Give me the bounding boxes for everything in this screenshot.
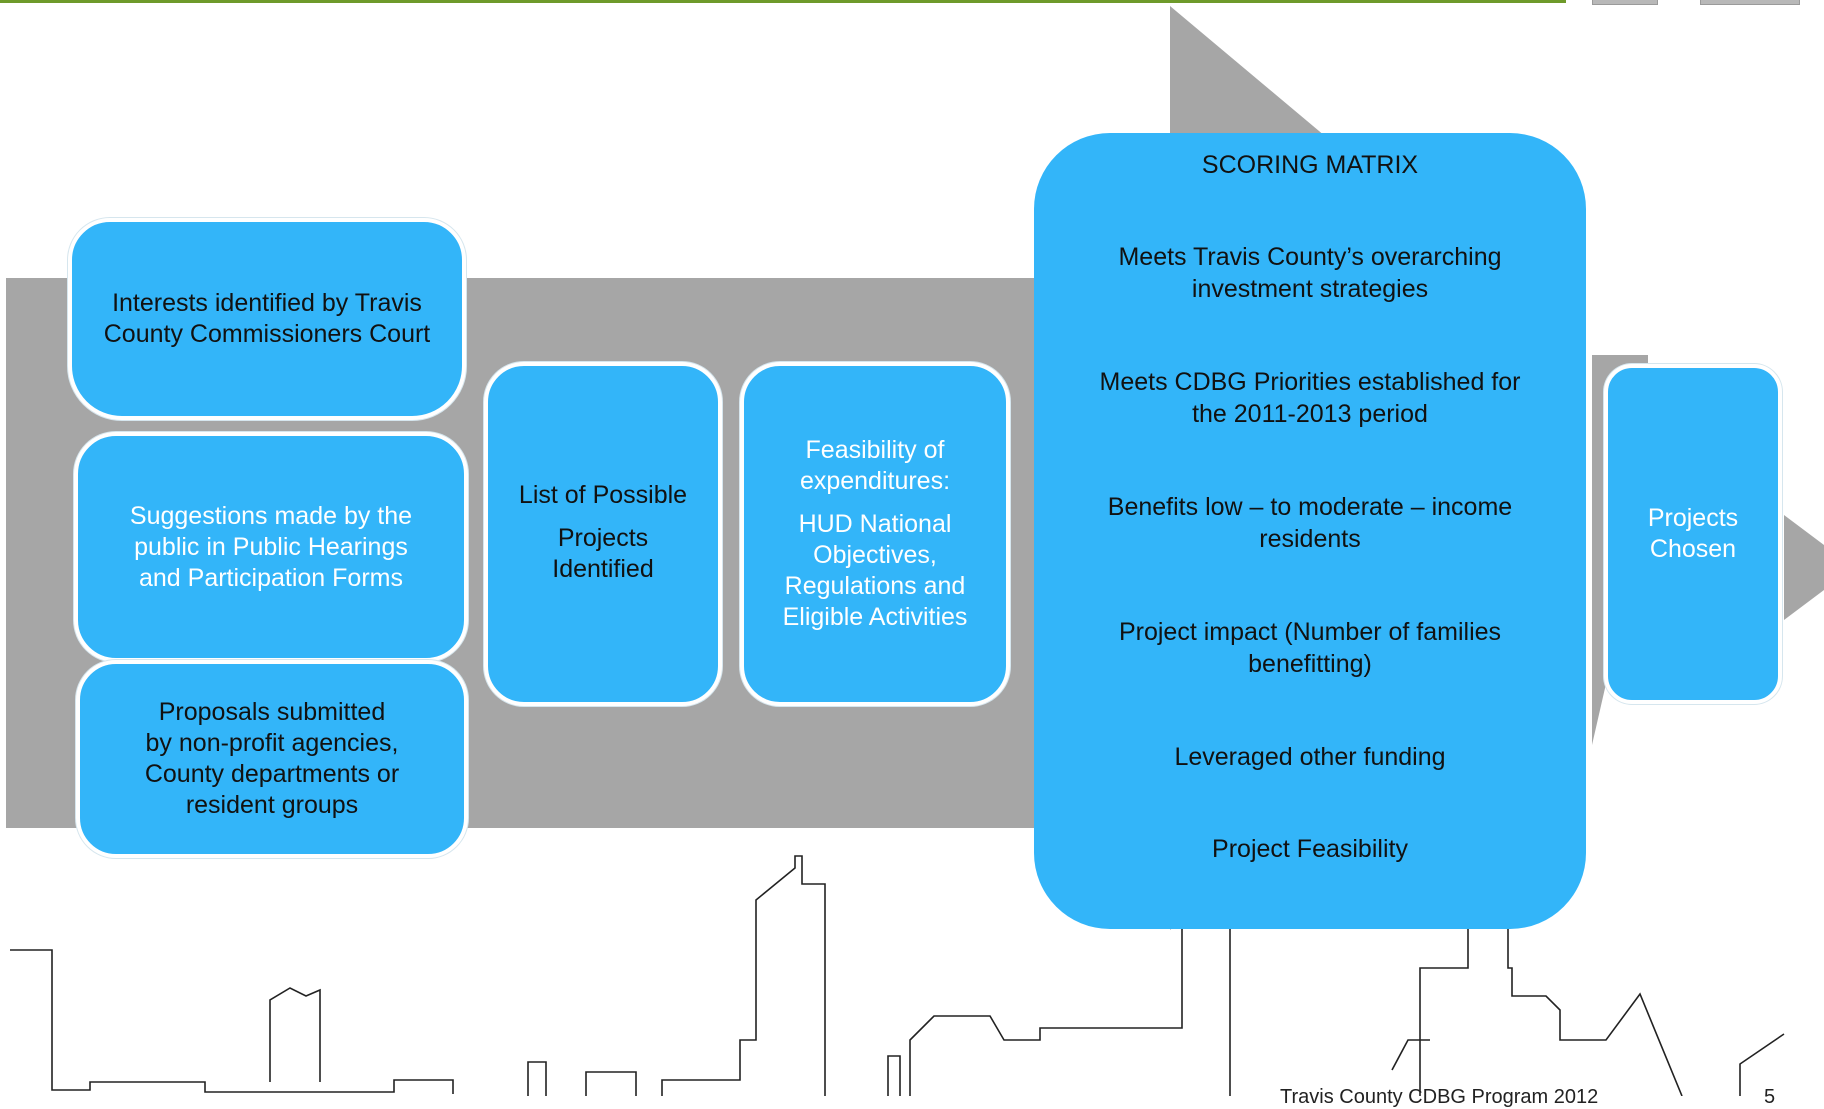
suggestions-line-2: public in Public Hearings <box>134 532 408 561</box>
matrix-criterion: Leveraged other funding <box>1054 741 1566 773</box>
interests-line-1: Interests identified by Travis <box>112 289 422 317</box>
matrix-criterion-line: Project Feasibility <box>1212 835 1408 863</box>
matrix-title: SCORING MATRIX <box>1201 151 1419 179</box>
matrix-criterion-line: Meets Travis County’s overarching <box>1118 243 1502 271</box>
list-possible-line-2: Projects <box>557 523 649 552</box>
matrix-criterion-line: Leveraged other funding <box>1174 743 1446 771</box>
proposals-line-3: County departments or <box>144 760 400 788</box>
projects-chosen-box: Projects Chosen <box>1604 364 1782 704</box>
city-skyline <box>10 949 454 1094</box>
feasibility-line-3: HUD National <box>798 510 952 538</box>
list-possible-box: List of Possible Projects Identified <box>484 362 722 706</box>
next-slide-button[interactable] <box>1700 0 1800 5</box>
matrix-criterion: Benefits low – to moderate – income resi… <box>1054 491 1566 555</box>
footer-title: Travis County CDBG Program 2012 <box>1280 1086 1599 1108</box>
proposals-line-4: resident groups <box>185 791 359 819</box>
matrix-criterion: Meets CDBG Priorities established for th… <box>1054 366 1566 430</box>
chosen-line-1: Projects <box>1647 504 1739 532</box>
suggestions-line-3: and Participation Forms <box>138 563 403 592</box>
feasibility-line-5: Regulations and <box>784 572 966 600</box>
matrix-criterion-line: residents <box>1259 525 1361 553</box>
matrix-criterion-line: Benefits low – to moderate – income <box>1107 493 1513 521</box>
feasibility-line-1: Feasibility of <box>805 436 945 464</box>
chosen-line-2: Chosen <box>1649 535 1737 563</box>
scoring-matrix: SCORING MATRIX Meets Travis County’s ove… <box>1034 133 1586 929</box>
matrix-criterion-line: investment strategies <box>1191 275 1429 303</box>
feasibility-line-4: Objectives, <box>813 541 937 569</box>
proposals-line-1: Proposals submitted <box>158 698 386 726</box>
list-possible-line-3: Identified <box>552 554 654 583</box>
prev-slide-button[interactable] <box>1592 0 1658 5</box>
list-possible-line-1: List of Possible <box>518 480 688 509</box>
page-number: 5 <box>1764 1086 1776 1108</box>
suggestions-line-1: Suggestions made by the <box>129 501 413 530</box>
matrix-criterion: Meets Travis County’s overarching invest… <box>1054 241 1566 305</box>
proposals-box: Proposals submitted by non-profit agenci… <box>76 660 468 858</box>
feasibility-line-6: Eligible Activities <box>782 603 968 631</box>
matrix-criterion-line: Project impact (Number of families <box>1118 618 1502 646</box>
top-rule <box>0 0 1566 3</box>
matrix-criterion: Project Feasibility <box>1054 833 1566 865</box>
matrix-criterion: Project impact (Number of families benef… <box>1054 616 1566 680</box>
right-arrow-tip <box>1784 515 1824 620</box>
matrix-criterion-line: benefitting) <box>1248 650 1372 678</box>
matrix-criterion-line: the 2011-2013 period <box>1192 400 1428 428</box>
interests-box: Interests identified by Travis County Co… <box>68 218 466 420</box>
interests-line-2: County Commissioners Court <box>103 320 431 348</box>
proposals-line-2: by non-profit agencies, <box>145 729 399 757</box>
feasibility-line-2: expenditures: <box>799 467 951 495</box>
feasibility-box: Feasibility of expenditures: HUD Nationa… <box>740 362 1010 706</box>
matrix-criterion-line: Meets CDBG Priorities established for <box>1099 368 1521 396</box>
suggestions-box: Suggestions made by the public in Public… <box>74 432 468 662</box>
